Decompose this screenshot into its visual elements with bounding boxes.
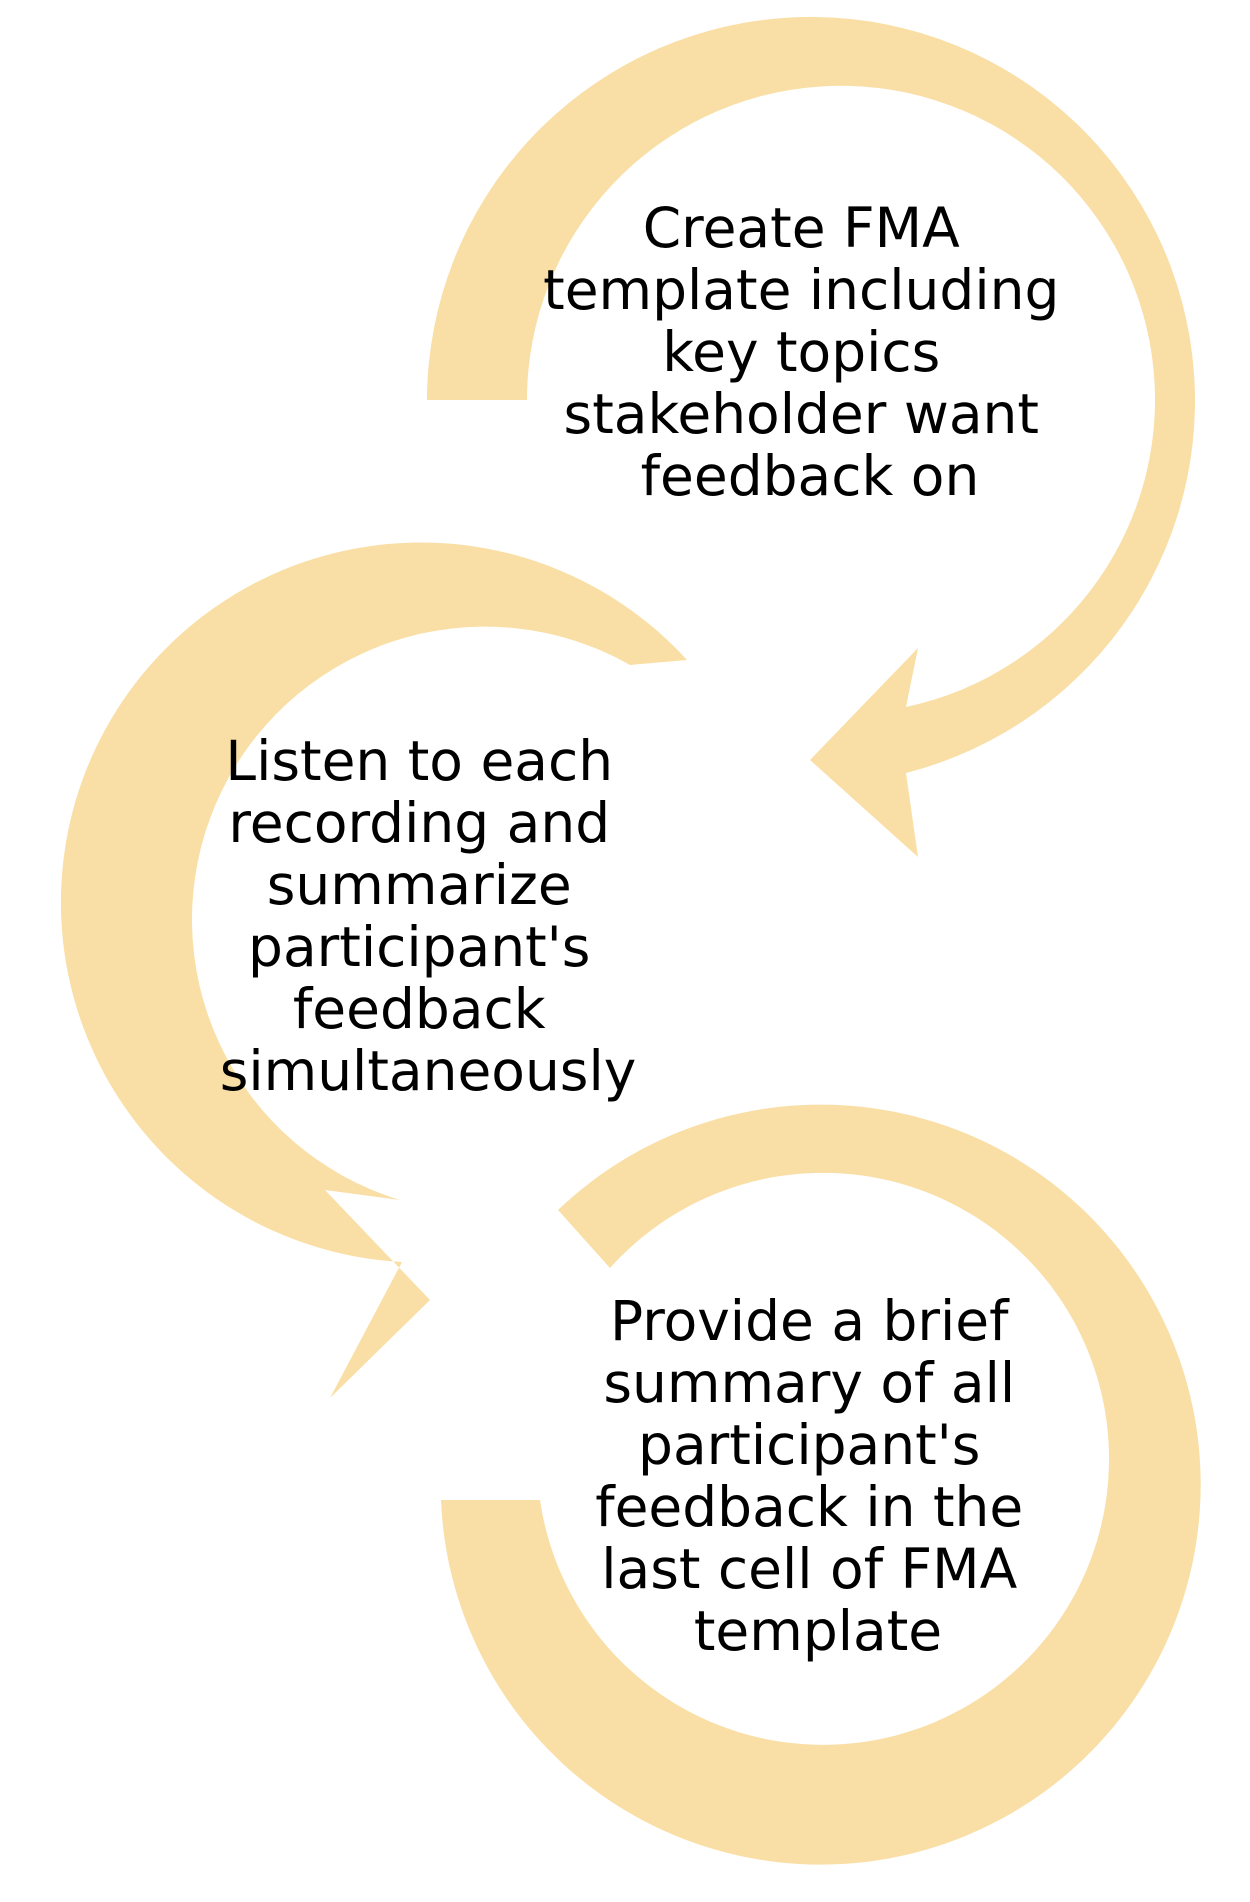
step-2-line-5: feedback <box>293 977 546 1041</box>
cycle-arrow-3-body <box>441 1104 1201 1865</box>
step-1-line-2: template including <box>543 258 1059 322</box>
step-1-line-4: stakeholder want <box>564 382 1039 446</box>
cycle-arrow-2 <box>60 542 687 1398</box>
step-3-line-6: template <box>694 1599 942 1663</box>
step-3-line-1: Provide a brief <box>610 1289 1010 1353</box>
step-2-text: Listen to each recording and summarize p… <box>220 729 637 1103</box>
step-3-line-4: feedback in the <box>595 1475 1023 1539</box>
step-1-line-1: Create FMA <box>643 196 960 260</box>
step-2-line-2: recording and <box>228 791 610 855</box>
step-3-text: Provide a brief summary of all participa… <box>595 1289 1041 1663</box>
cycle-arrow-2-body <box>60 542 687 1398</box>
step-2-line-3: summarize <box>267 853 572 917</box>
step-2-line-6: simultaneously <box>220 1039 637 1103</box>
step-1-text: Create FMA template including key topics… <box>543 196 1077 508</box>
step-3-line-5: last cell of FMA <box>601 1537 1017 1601</box>
step-3-line-2: summary of all <box>603 1351 1015 1415</box>
step-1-line-5: feedback on <box>641 444 980 508</box>
step-3-line-3: participant's <box>638 1413 980 1477</box>
cycle-arrow-3 <box>441 1104 1201 1865</box>
step-2-line-4: participant's <box>248 915 590 979</box>
step-1-line-3: key topics <box>662 320 940 384</box>
step-2-line-1: Listen to each <box>225 729 613 793</box>
